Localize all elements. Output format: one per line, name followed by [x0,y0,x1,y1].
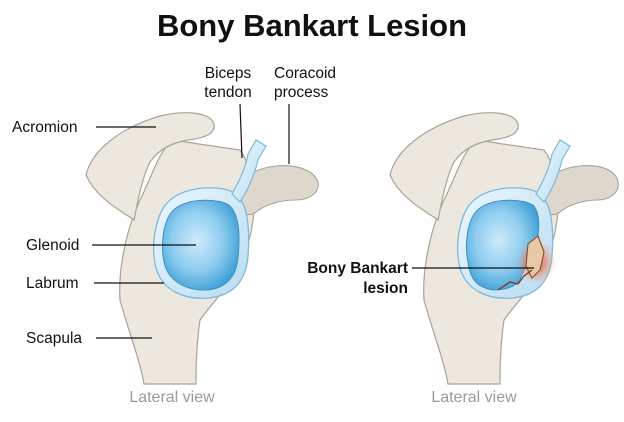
label-acromion: Acromion [12,119,77,136]
label-scapula: Scapula [26,330,82,347]
label-coracoid-line1: Coracoid [274,65,336,82]
diagram-title: Bony Bankart Lesion [157,8,467,43]
left-coracoid-shape [231,165,319,216]
label-coracoid-line2: process [274,84,329,101]
left-shoulder-illustration [85,112,319,385]
view-caption-right: Lateral view [431,389,517,406]
left-glenoid-shape [162,199,240,291]
leader-biceps [239,103,243,159]
label-lesion-line2: lesion [363,280,408,297]
lesion-fracture-line [497,269,533,291]
label-glenoid: Glenoid [26,237,79,254]
right-acromion-shape [389,112,519,222]
label-biceps-line1: Biceps [205,65,252,82]
label-lesion-line1: Bony Bankart [307,260,408,277]
left-acromion-shape [85,112,215,222]
right-biceps-tendon-shape [535,139,571,203]
label-biceps-line2: tendon [204,84,251,101]
view-caption-left: Lateral view [129,389,215,406]
left-biceps-tendon-shape [231,139,267,203]
label-labrum: Labrum [26,275,79,292]
right-shoulder-illustration [389,112,619,385]
